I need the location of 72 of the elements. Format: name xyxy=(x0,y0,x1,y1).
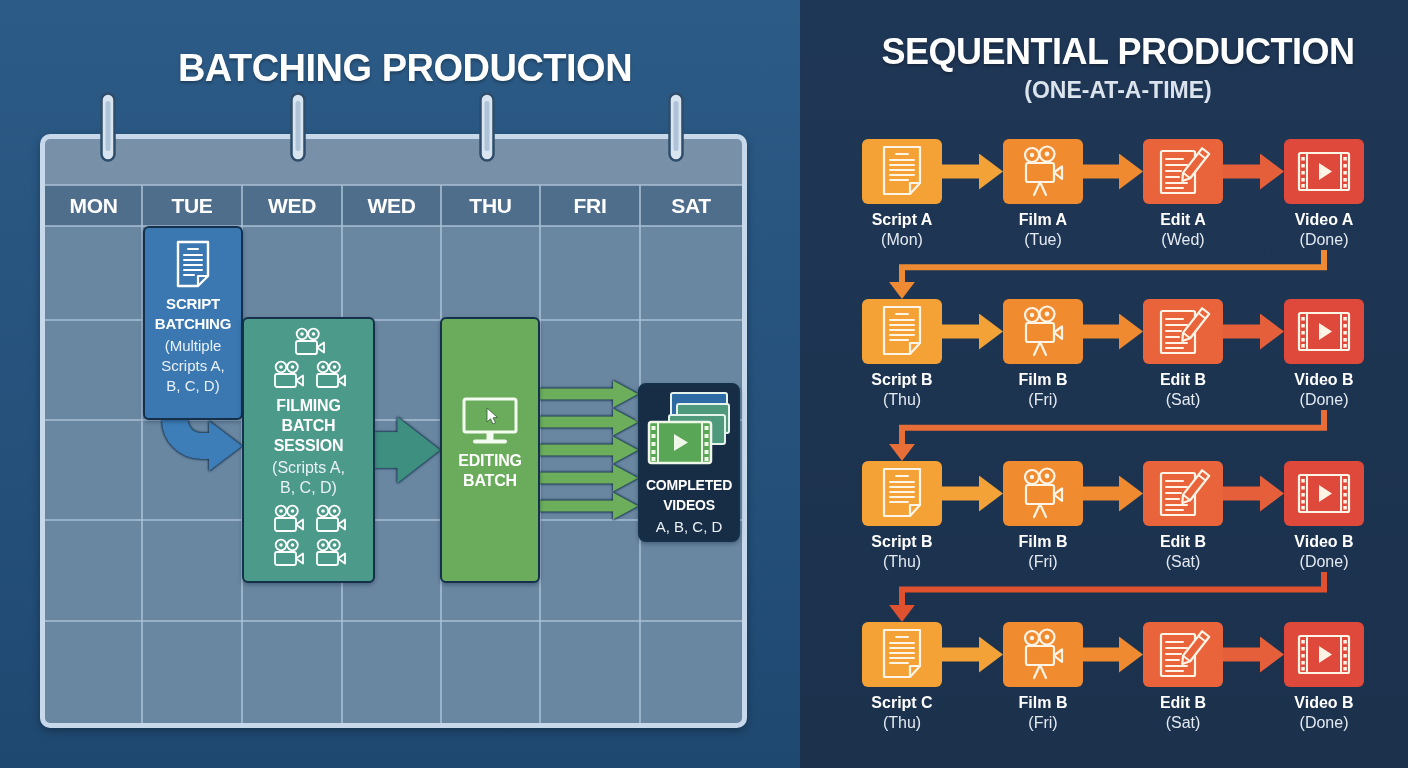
step-day: (Thu) xyxy=(882,713,922,733)
box-heading: COMPLETED VIDEOS xyxy=(644,476,734,515)
process-box xyxy=(242,317,375,583)
step-day: (Sat) xyxy=(1165,552,1201,572)
step-day: (Thu) xyxy=(882,552,922,572)
box-heading: SCRIPT BATCHING xyxy=(153,294,233,334)
box-detail: A, B, C, D xyxy=(655,517,723,537)
day-label: FRI xyxy=(573,193,607,218)
step-day: (Thu) xyxy=(882,390,922,410)
arrow xyxy=(1223,475,1284,512)
step-day: (Tue) xyxy=(1024,230,1062,250)
step-day: (Done) xyxy=(1299,713,1349,733)
step-title: Edit B xyxy=(1159,532,1207,552)
arrow xyxy=(1083,636,1143,673)
day-label: MON xyxy=(69,193,118,218)
step-day: (Done) xyxy=(1299,390,1349,410)
panel-title: SEQUENTIAL PRODUCTION xyxy=(881,31,1355,73)
arrow xyxy=(162,419,242,471)
arrow xyxy=(540,492,638,520)
step-day: (Sat) xyxy=(1165,390,1201,410)
step-title: Script C xyxy=(871,693,933,713)
step-title: Film B xyxy=(1018,370,1068,390)
step-day: (Mon) xyxy=(881,230,923,250)
step-title: Script A xyxy=(871,210,933,230)
step-title: Edit A xyxy=(1160,210,1206,230)
day-label: THU xyxy=(469,193,512,218)
arrow xyxy=(1083,153,1143,190)
arrow xyxy=(540,408,638,436)
step-title: Film A xyxy=(1018,210,1068,230)
step-title: Video A xyxy=(1294,210,1354,230)
arrow xyxy=(375,417,440,483)
box-heading: EDITING BATCH xyxy=(457,451,523,491)
process-box xyxy=(440,317,540,583)
box-heading: FILMING BATCH SESSION xyxy=(272,396,345,456)
step-title: Edit B xyxy=(1159,693,1207,713)
day-label: TUE xyxy=(171,193,213,218)
arrow xyxy=(1083,475,1143,512)
box-detail: (Multiple Scripts A, B, C, D) xyxy=(160,336,226,396)
arrow xyxy=(942,153,1003,190)
step-title: Video B xyxy=(1294,693,1354,713)
step-day: (Fri) xyxy=(1028,713,1058,733)
step-title: Video B xyxy=(1294,532,1354,552)
step-day: (Done) xyxy=(1299,230,1349,250)
step-day: (Wed) xyxy=(1161,230,1205,250)
arrow xyxy=(1223,313,1284,350)
day-label: SAT xyxy=(671,193,711,218)
arrow xyxy=(942,636,1003,673)
step-day: (Fri) xyxy=(1028,390,1058,410)
step-title: Edit B xyxy=(1159,370,1207,390)
arrow xyxy=(1083,313,1143,350)
step-day: (Done) xyxy=(1299,552,1349,572)
box-detail: (Scripts A, B, C, D) xyxy=(271,458,346,498)
arrow xyxy=(1223,153,1284,190)
arrow xyxy=(540,464,638,492)
arrow xyxy=(942,313,1003,350)
arrow xyxy=(540,436,638,464)
step-title: Film B xyxy=(1018,532,1068,552)
result-box xyxy=(638,383,740,542)
day-label: WED xyxy=(367,193,416,218)
step-title: Script B xyxy=(871,370,933,390)
panel-subtitle: (ONE-AT-A-TIME) xyxy=(1024,77,1212,104)
arrow xyxy=(942,475,1003,512)
step-title: Video B xyxy=(1294,370,1354,390)
arrow xyxy=(540,380,638,408)
day-label: WED xyxy=(267,193,317,218)
arrow xyxy=(1223,636,1284,673)
step-day: (Sat) xyxy=(1165,713,1201,733)
step-title: Script B xyxy=(871,532,933,552)
step-day: (Fri) xyxy=(1028,552,1058,572)
process-box xyxy=(143,226,243,420)
panel-title: BATCHING PRODUCTION xyxy=(177,47,633,91)
step-title: Film B xyxy=(1018,693,1068,713)
